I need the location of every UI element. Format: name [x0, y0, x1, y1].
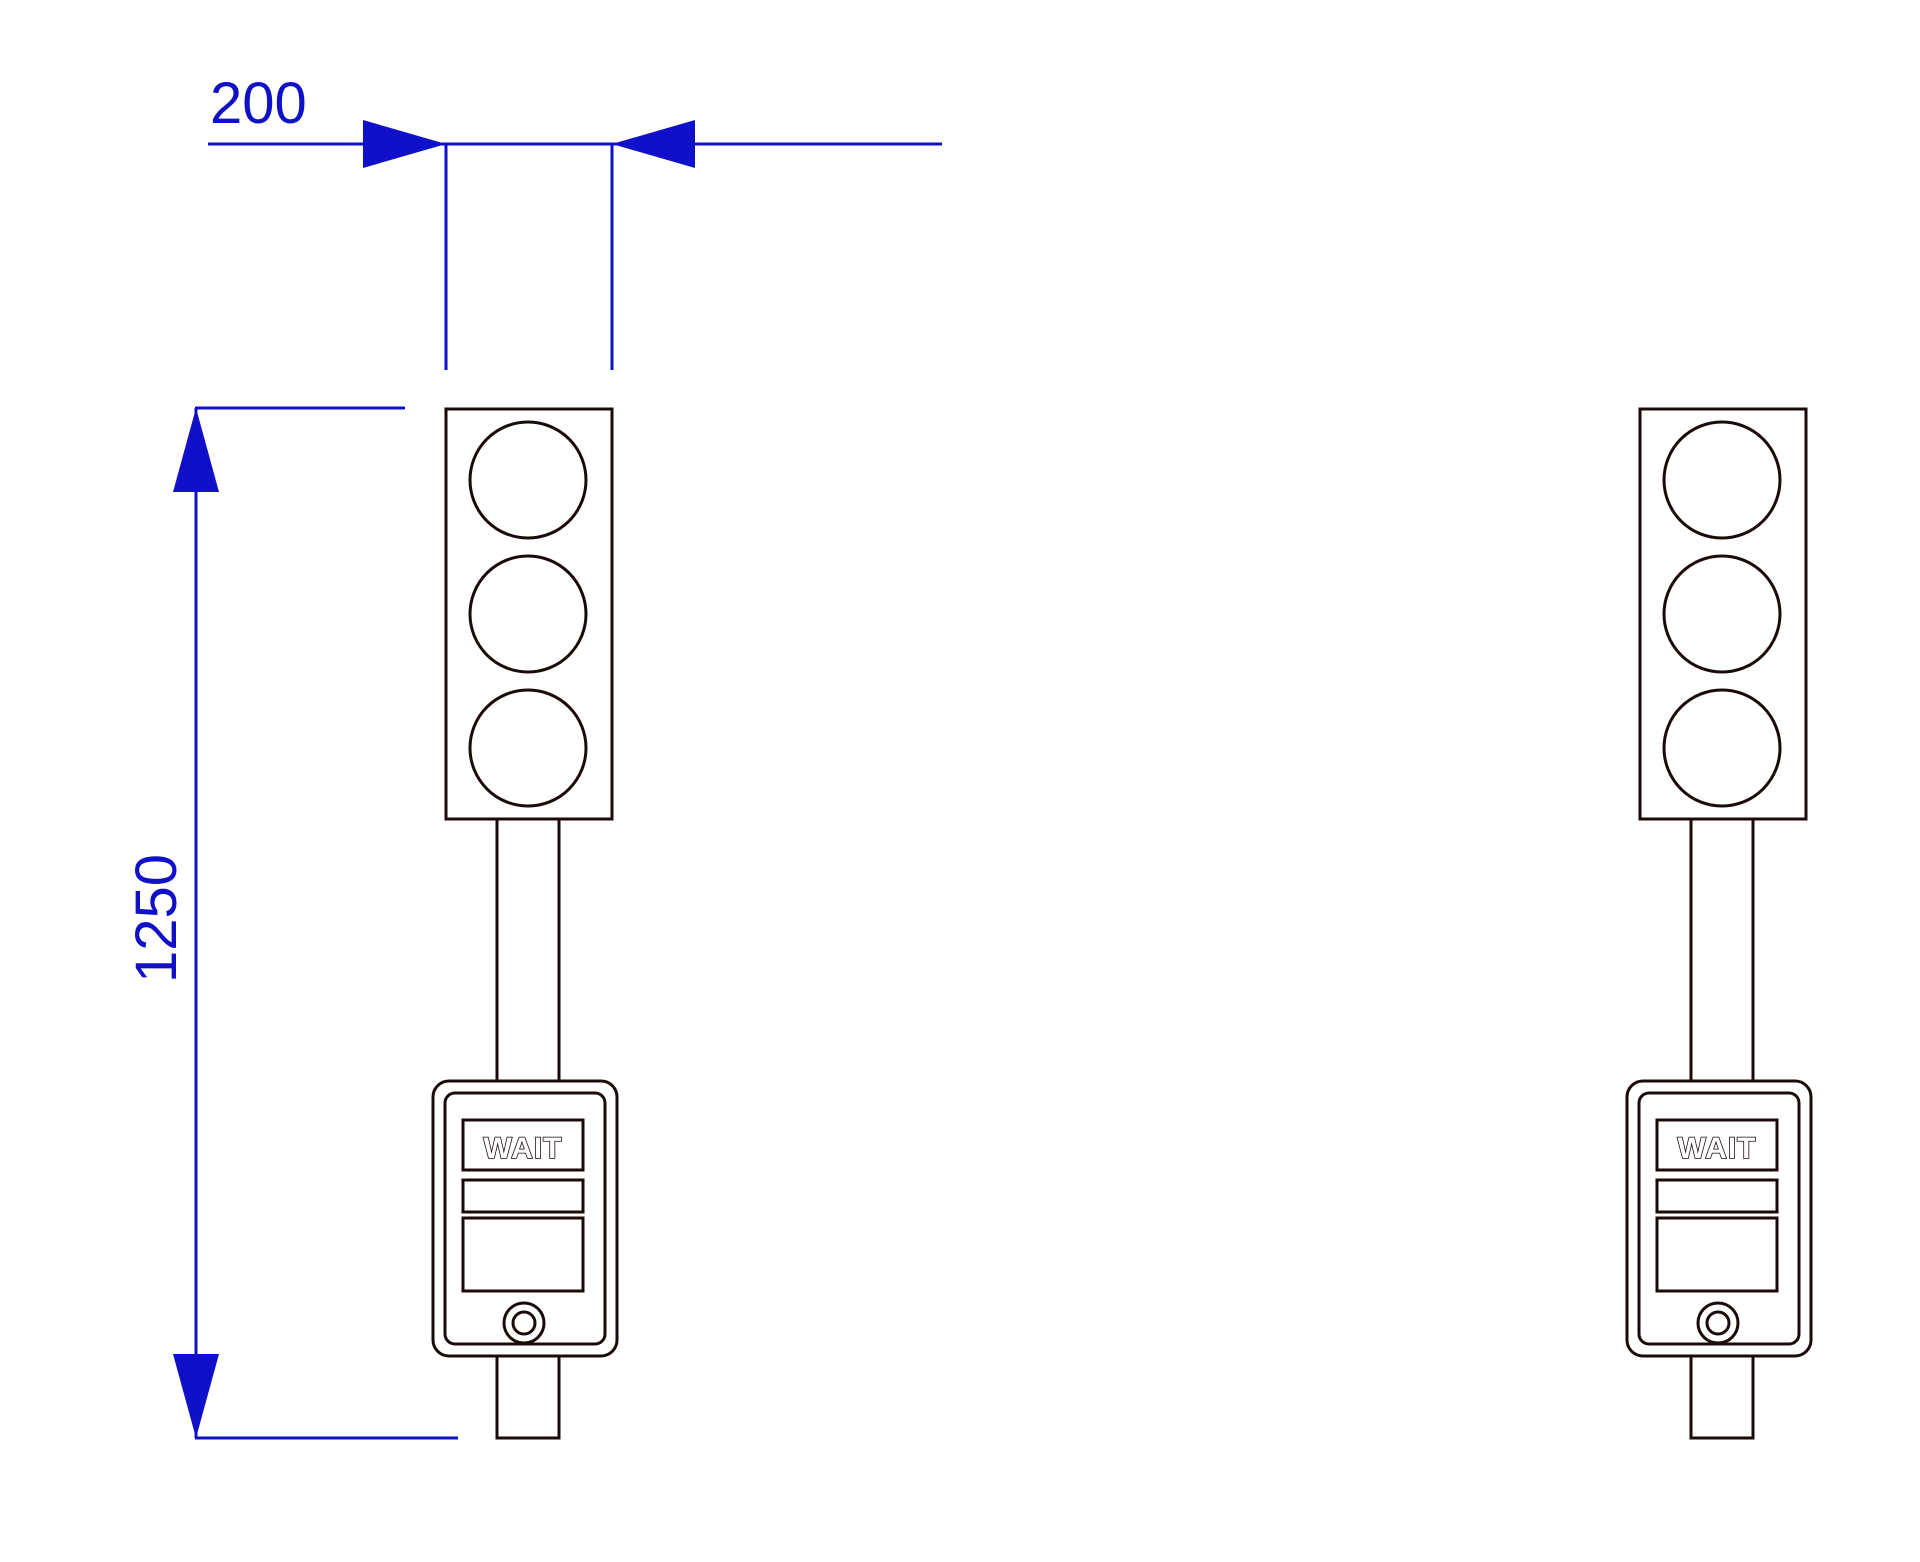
wait-sign-panel: [1655, 1118, 1779, 1172]
height-arrowhead-top: [173, 408, 219, 492]
wait-sign-label: WAIT: [484, 1132, 563, 1165]
signal-lamp-top: [1662, 420, 1782, 540]
wait-sign-panel: [461, 1118, 585, 1172]
push-button-outer-ring: [1696, 1301, 1740, 1345]
signal-lamp-middle: [468, 554, 588, 674]
pole-base: [495, 1354, 561, 1440]
indicator-strip: [461, 1178, 585, 1214]
height-arrowhead-bottom: [173, 1354, 219, 1438]
pole-base: [1689, 1354, 1755, 1440]
height-dimension-label: 1250: [124, 854, 189, 983]
signal-head-housing: [444, 407, 614, 821]
traffic-signal-right: WAIT: [1625, 407, 1813, 1440]
instruction-panel: [1655, 1216, 1779, 1293]
wait-sign-label: WAIT: [1678, 1132, 1757, 1165]
push-button-outer-ring: [502, 1301, 546, 1345]
width-arrowhead-left: [363, 120, 446, 168]
width-dimension-label: 200: [210, 71, 307, 136]
push-button-icon: [511, 1310, 537, 1336]
signal-head-housing: [1638, 407, 1808, 821]
push-button-icon: [1705, 1310, 1731, 1336]
traffic-signal-left: WAIT: [431, 407, 619, 1440]
signal-lamp-bottom: [468, 688, 588, 808]
width-dimension: 200: [208, 71, 942, 370]
signal-lamp-bottom: [1662, 688, 1782, 808]
height-dimension: 1250: [124, 406, 458, 1440]
signal-lamp-top: [468, 420, 588, 540]
indicator-strip: [1655, 1178, 1779, 1214]
signal-lamp-middle: [1662, 554, 1782, 674]
width-arrowhead-right: [612, 120, 695, 168]
instruction-panel: [461, 1216, 585, 1293]
